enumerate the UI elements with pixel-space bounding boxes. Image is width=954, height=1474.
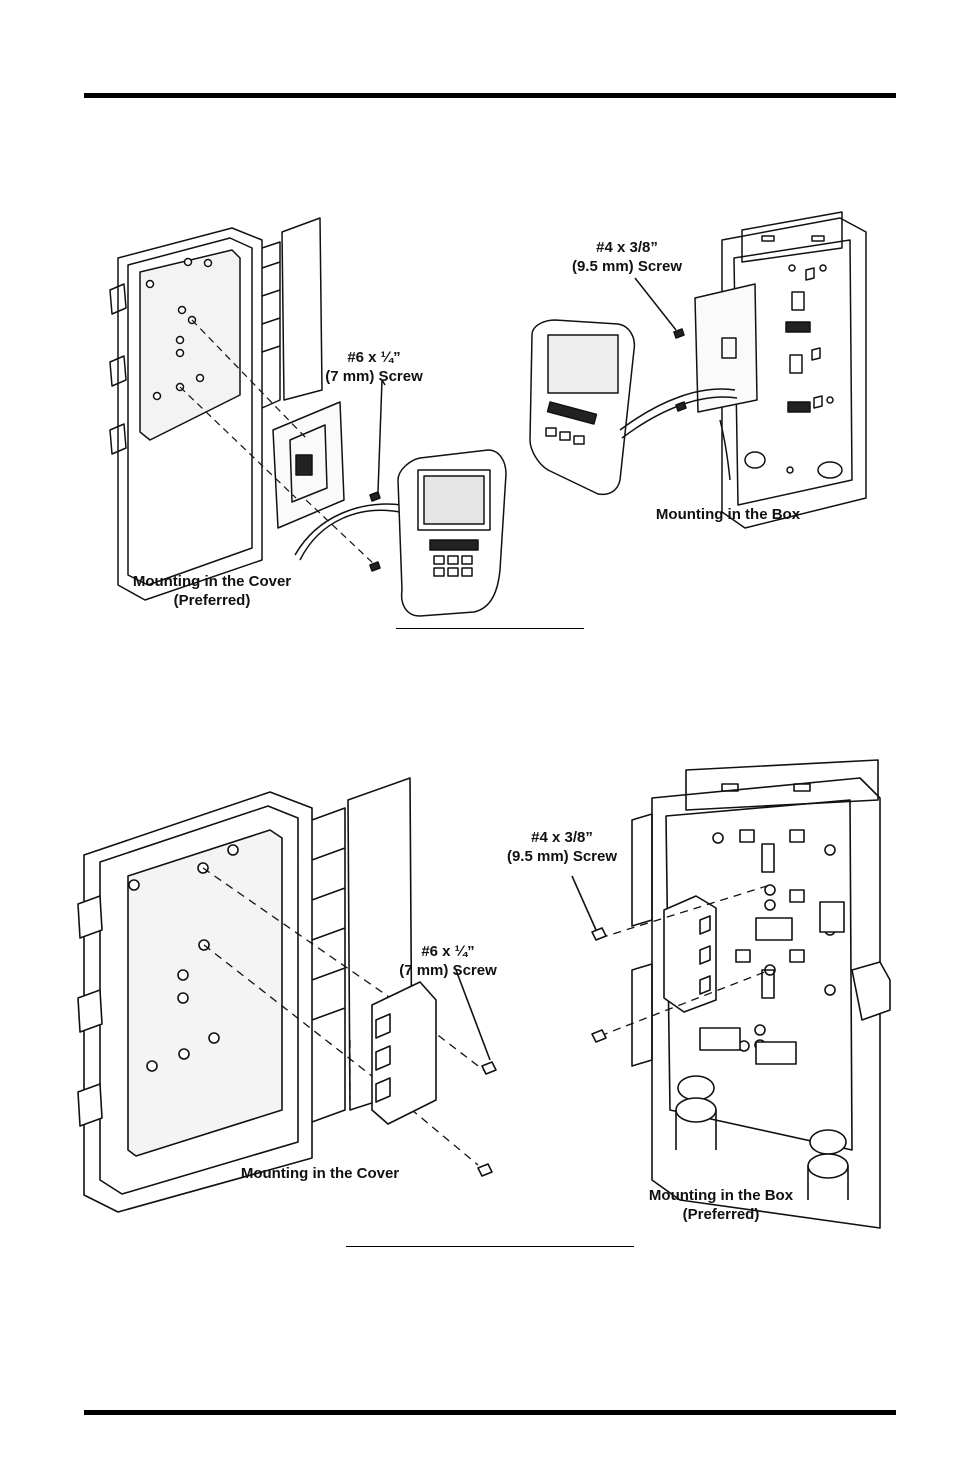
fig1-cover-caption-text: Mounting in the Cover bbox=[122, 572, 302, 591]
figure-2-caption-rule bbox=[346, 1246, 634, 1247]
fig1-box-screw-length: (9.5 mm) Screw bbox=[562, 257, 692, 276]
fig1-cover-screw-label: #6 x ¼” (7 mm) Screw bbox=[318, 348, 430, 386]
fig1-cover-screw-length: (7 mm) Screw bbox=[318, 367, 430, 386]
fig2-cover-caption: Mounting in the Cover bbox=[228, 1164, 412, 1183]
fig2-cover-screw-label: #6 x ¼” (7 mm) Screw bbox=[392, 942, 504, 980]
fig2-box-caption-note: (Preferred) bbox=[636, 1205, 806, 1224]
fig1-cover-caption: Mounting in the Cover (Preferred) bbox=[122, 572, 302, 610]
fig2-cover-screw-size: #6 x ¼” bbox=[392, 942, 504, 961]
figure-2-illustration: #4 x 3/8” (9.5 mm) Screw #6 x ¼” (7 mm) … bbox=[0, 680, 954, 1240]
fig2-cover-screw-length: (7 mm) Screw bbox=[392, 961, 504, 980]
fig2-cover-caption-text: Mounting in the Cover bbox=[228, 1164, 412, 1183]
fig1-cover-caption-note: (Preferred) bbox=[122, 591, 302, 610]
fig2-box-screw-size: #4 x 3/8” bbox=[496, 828, 628, 847]
fig1-box-screw-size: #4 x 3/8” bbox=[562, 238, 692, 257]
fig2-box-caption: Mounting in the Box (Preferred) bbox=[636, 1186, 806, 1224]
fig2-box-caption-text: Mounting in the Box bbox=[636, 1186, 806, 1205]
fig2-box-screw-label: #4 x 3/8” (9.5 mm) Screw bbox=[496, 828, 628, 866]
fig1-box-caption-text: Mounting in the Box bbox=[648, 505, 808, 524]
fig1-box-caption: Mounting in the Box bbox=[648, 505, 808, 524]
fig1-box-screw-label: #4 x 3/8” (9.5 mm) Screw bbox=[562, 238, 692, 276]
figure-1-illustration: #4 x 3/8” (9.5 mm) Screw #6 x ¼” (7 mm) … bbox=[0, 0, 954, 640]
figure-1-caption-rule bbox=[396, 628, 584, 629]
fig2-box-screw-length: (9.5 mm) Screw bbox=[496, 847, 628, 866]
fig1-cover-screw-size: #6 x ¼” bbox=[318, 348, 430, 367]
footer-rule bbox=[84, 1410, 896, 1415]
figure-1-drawing bbox=[0, 0, 954, 640]
